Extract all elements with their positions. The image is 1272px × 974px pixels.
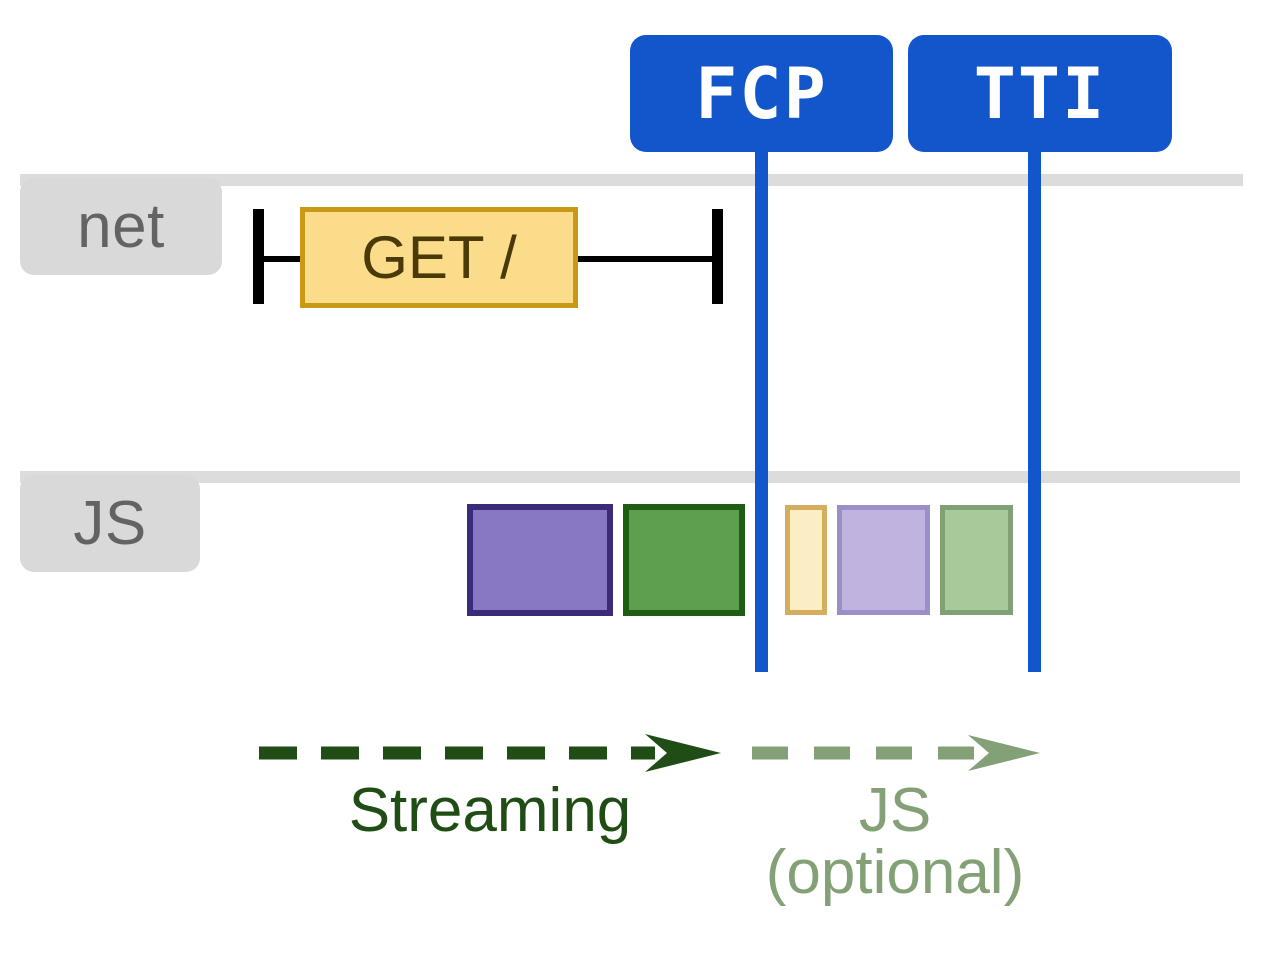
fcp-marker-label: FCP [695, 52, 828, 135]
net-row-rule [20, 174, 1243, 186]
js-task-block-3[interactable] [785, 505, 827, 615]
js-task-block-5[interactable] [940, 505, 1013, 615]
streaming-caption: Streaming [348, 776, 632, 845]
fcp-marker-line [755, 140, 768, 672]
tti-marker-line [1028, 140, 1041, 672]
js-optional-caption: JS (optional) [765, 776, 1025, 907]
request-end-cap [712, 209, 723, 304]
js-task-block-1[interactable] [467, 504, 613, 616]
js-task-block-2[interactable] [623, 504, 745, 616]
request-bar-label: GET / [361, 223, 517, 291]
request-bar-get-root[interactable]: GET / [300, 207, 578, 308]
lane-label-js: JS [73, 488, 147, 558]
js-row-rule [20, 471, 1240, 483]
fcp-marker-flag: FCP [630, 35, 893, 152]
tti-marker-flag: TTI [908, 35, 1172, 152]
lane-label-net: net [77, 191, 165, 261]
lane-chip-js: JS [20, 475, 200, 572]
request-start-cap [253, 209, 264, 304]
js-task-block-4[interactable] [837, 505, 930, 615]
tti-marker-label: TTI [973, 52, 1107, 135]
js-optional-arrow-icon [752, 735, 1040, 771]
streaming-arrow-icon [259, 734, 721, 772]
lane-chip-net: net [20, 178, 222, 275]
